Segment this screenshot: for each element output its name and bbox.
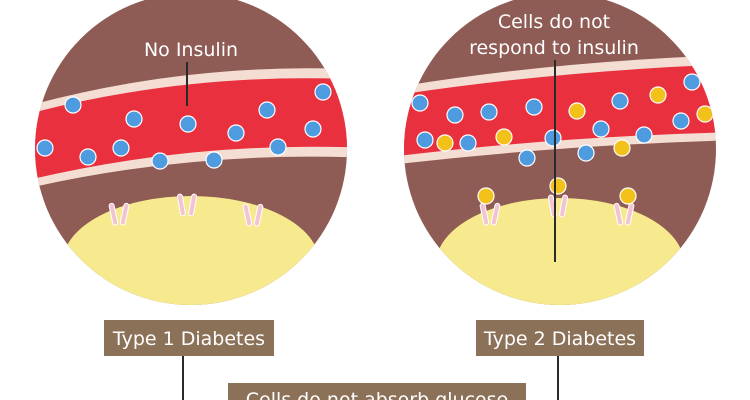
insulin-molecule xyxy=(436,134,454,152)
type1-label-box: Type 1 Diabetes xyxy=(104,320,274,356)
type2-label-box: Type 2 Diabetes xyxy=(476,320,644,356)
glucose-molecule xyxy=(179,115,197,133)
cells-do-not-respond-label: Cells do not xyxy=(498,11,610,33)
glucose-molecule xyxy=(525,98,543,116)
glucose-molecule xyxy=(269,138,287,156)
glucose-molecule xyxy=(592,120,610,138)
insulin-receptor xyxy=(108,202,130,226)
glucose-molecule xyxy=(459,134,477,152)
glucose-molecule xyxy=(480,103,498,121)
cells-do-not-absorb-glucose-label: Cells do not absorb glucose xyxy=(246,389,509,400)
glucose-molecule xyxy=(304,120,322,138)
glucose-molecule xyxy=(446,106,464,124)
glucose-molecules xyxy=(411,73,701,167)
glucose-molecule xyxy=(577,144,595,162)
cells-do-not-respond-label-line2: respond to insulin xyxy=(469,37,639,59)
glucose-molecule xyxy=(258,101,276,119)
glucose-molecule xyxy=(79,148,97,166)
insulin-molecule xyxy=(613,139,631,157)
glucose-molecule xyxy=(64,96,82,114)
glucose-molecule xyxy=(683,73,701,91)
glucose-molecule xyxy=(611,92,629,110)
insulin-molecules xyxy=(436,86,714,157)
glucose-molecule xyxy=(125,110,143,128)
glucose-molecule xyxy=(672,112,690,130)
type1-diabetes-title: Type 1 Diabetes xyxy=(112,328,265,350)
glucose-molecule xyxy=(635,126,653,144)
body-cell xyxy=(436,198,684,305)
type1-circle: No Insulin xyxy=(35,0,347,305)
type2-circle: Cells do not respond to insulin xyxy=(404,0,716,305)
glucose-molecules xyxy=(36,83,332,170)
type2-diabetes-title: Type 2 Diabetes xyxy=(483,328,636,350)
glucose-molecule xyxy=(544,129,562,147)
insulin-receptor xyxy=(176,193,198,217)
glucose-molecule xyxy=(151,152,169,170)
glucose-molecule xyxy=(205,151,223,169)
insulin-receptors xyxy=(108,193,264,227)
glucose-molecule xyxy=(416,131,434,149)
insulin-receptor xyxy=(613,202,635,226)
insulin-molecule xyxy=(549,177,567,195)
glucose-molecule xyxy=(227,124,245,142)
glucose-molecule xyxy=(36,139,54,157)
bottom-caption-box: Cells do not absorb glucose xyxy=(228,383,526,400)
insulin-molecule xyxy=(495,128,513,146)
blood-vessel xyxy=(35,78,347,182)
glucose-molecule xyxy=(518,149,536,167)
insulin-receptor xyxy=(242,203,264,227)
glucose-molecule xyxy=(112,139,130,157)
glucose-molecule xyxy=(411,94,429,112)
no-insulin-label: No Insulin xyxy=(144,39,238,61)
insulin-molecule xyxy=(568,102,586,120)
insulin-molecule xyxy=(649,86,667,104)
glucose-molecule xyxy=(314,83,332,101)
insulin-molecule xyxy=(696,105,714,123)
insulin-molecule xyxy=(619,187,637,205)
insulin-molecule xyxy=(477,187,495,205)
